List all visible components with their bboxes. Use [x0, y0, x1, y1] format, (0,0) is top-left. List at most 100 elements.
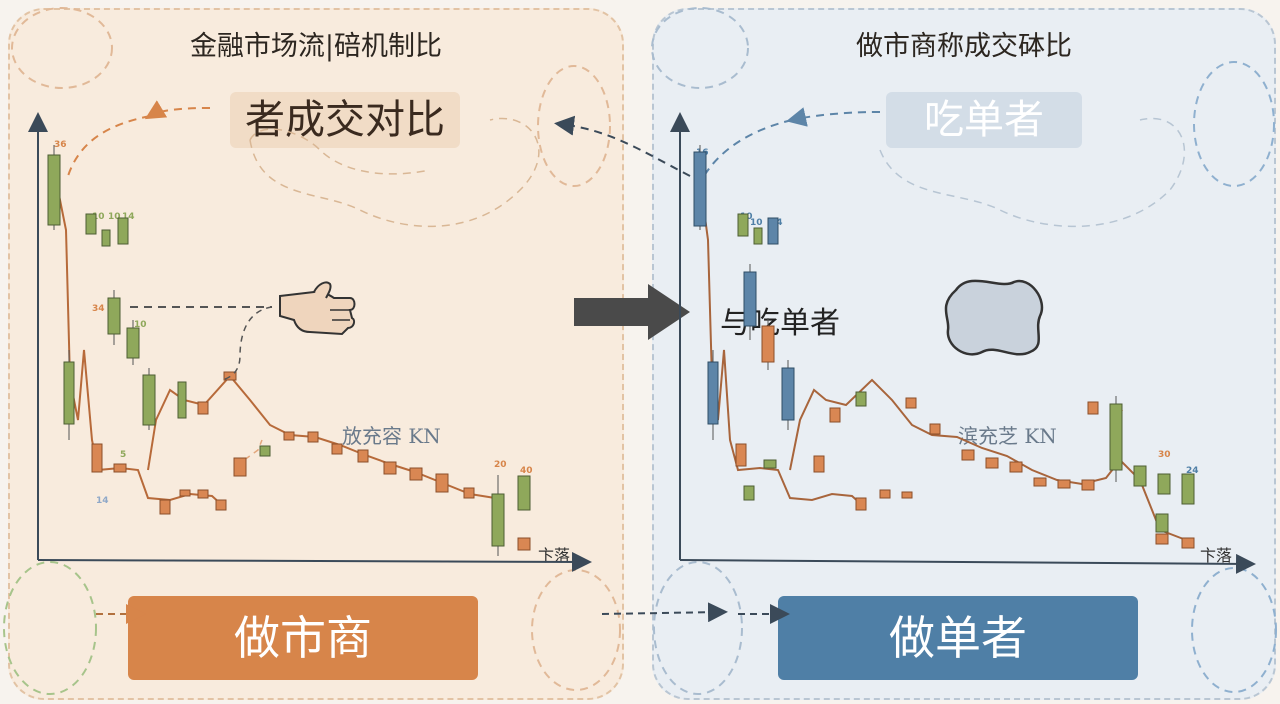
- candle: [901, 491, 913, 499]
- left-dashed-outline: [249, 117, 540, 228]
- candle: [517, 537, 531, 551]
- candle: [929, 423, 941, 435]
- right-tick-label: 30: [1158, 450, 1171, 460]
- left-tick-label: 10: [92, 212, 105, 222]
- left-dashed-arrow: [144, 100, 211, 120]
- candle: [743, 271, 757, 327]
- candle: [117, 217, 129, 245]
- candle: [781, 367, 795, 421]
- candle: [1155, 533, 1169, 545]
- dashed-ellipse-decoration: [651, 7, 749, 89]
- candle: [197, 489, 209, 499]
- candle: [961, 449, 975, 461]
- candle: [409, 467, 423, 481]
- candle: [107, 297, 121, 335]
- candle: [1155, 513, 1169, 533]
- market-maker-panel: 金融市场流|碚机制比 者成交对比 做市商 放充容 KN 卞落 36 10 10 …: [8, 8, 624, 700]
- candle: [63, 361, 75, 425]
- left-candles: [47, 145, 531, 556]
- candle: [91, 443, 103, 473]
- right-bottom-banner: 做单者: [778, 596, 1138, 680]
- candle: [517, 475, 531, 511]
- candle: [383, 461, 397, 475]
- candle: [142, 374, 156, 426]
- right-arrow-icon: [574, 284, 690, 340]
- candle: [259, 445, 271, 457]
- left-connector: [235, 439, 263, 467]
- left-subtitle: 者成交对比: [245, 97, 445, 143]
- right-bottom-label: 做单者: [889, 611, 1027, 665]
- right-panel-title: 做市商称成交砵比: [856, 31, 1072, 62]
- dashed-ellipse-decoration: [531, 569, 621, 691]
- left-x-axis: [37, 551, 592, 572]
- left-tick-label: 14: [122, 212, 135, 222]
- candle: [763, 459, 777, 469]
- candle: [47, 154, 61, 226]
- left-tick-label: 10: [108, 212, 121, 222]
- candle: [126, 327, 140, 359]
- candle: [233, 457, 247, 477]
- candle: [813, 455, 825, 473]
- right-dashed-arrow: [786, 107, 881, 127]
- dashed-ellipse-decoration: [11, 7, 113, 89]
- right-dashed-outline: [879, 117, 1186, 228]
- left-tick-label: 14: [96, 496, 109, 506]
- right-subtitle-banner: 吃单者: [886, 92, 1082, 148]
- candle: [855, 497, 867, 511]
- candle: [753, 227, 763, 245]
- dashed-ellipse-decoration: [1193, 61, 1275, 187]
- right-x-axis: [679, 553, 1256, 574]
- candle: [735, 443, 747, 467]
- candle: [985, 457, 999, 469]
- left-dashed-outline: [249, 128, 431, 175]
- left-subtitle-banner: 者成交对比: [230, 92, 460, 148]
- left-panel-title: 金融市场流|碚机制比: [189, 31, 443, 62]
- candle: [101, 229, 111, 247]
- candle: [113, 463, 127, 473]
- candle: [223, 371, 237, 381]
- candle: [1081, 479, 1095, 491]
- candle: [767, 217, 779, 245]
- candle: [1133, 465, 1147, 487]
- candle: [1181, 473, 1195, 505]
- candle: [307, 431, 319, 443]
- candle: [1181, 537, 1195, 549]
- dashed-ellipse-decoration: [1191, 567, 1277, 693]
- cloud-blob-icon: [944, 279, 1044, 356]
- left-end-label: 卞落: [538, 546, 571, 565]
- left-tick-label: 5: [120, 450, 127, 460]
- candle: [215, 499, 227, 511]
- left-tick-label: 34: [92, 304, 105, 314]
- dashed-ellipse-decoration: [537, 65, 611, 187]
- right-tick-label: 10: [750, 218, 763, 228]
- candle: [707, 361, 719, 425]
- candle: [905, 397, 917, 409]
- candle: [177, 381, 187, 419]
- candle: [357, 449, 369, 463]
- left-tick-label: 36: [54, 140, 67, 150]
- right-tick-label: 24: [1186, 466, 1199, 476]
- left-bottom-banner: 做市商: [128, 596, 478, 680]
- dashed-ellipse-decoration: [653, 561, 743, 695]
- candle: [737, 213, 749, 237]
- candle: [761, 325, 775, 363]
- thumbs-up-icon: [279, 281, 356, 336]
- left-tick-label: 40: [520, 466, 533, 476]
- candle: [829, 407, 841, 423]
- right-candles: [693, 145, 1195, 549]
- candle: [693, 151, 707, 227]
- right-subtitle: 吃单者: [924, 97, 1044, 143]
- left-dashed-arrow: [67, 115, 151, 177]
- center-dashed-arrow: [554, 115, 691, 177]
- left-tick-label: 20: [494, 460, 507, 470]
- candle: [197, 401, 209, 415]
- candle: [855, 391, 867, 407]
- left-annotation: 放充容 KN: [342, 424, 441, 448]
- candle: [1033, 477, 1047, 487]
- candle: [435, 473, 449, 493]
- candle: [1157, 473, 1171, 495]
- left-tick-label: 10: [134, 320, 147, 330]
- candle: [283, 431, 295, 441]
- candle: [85, 213, 97, 235]
